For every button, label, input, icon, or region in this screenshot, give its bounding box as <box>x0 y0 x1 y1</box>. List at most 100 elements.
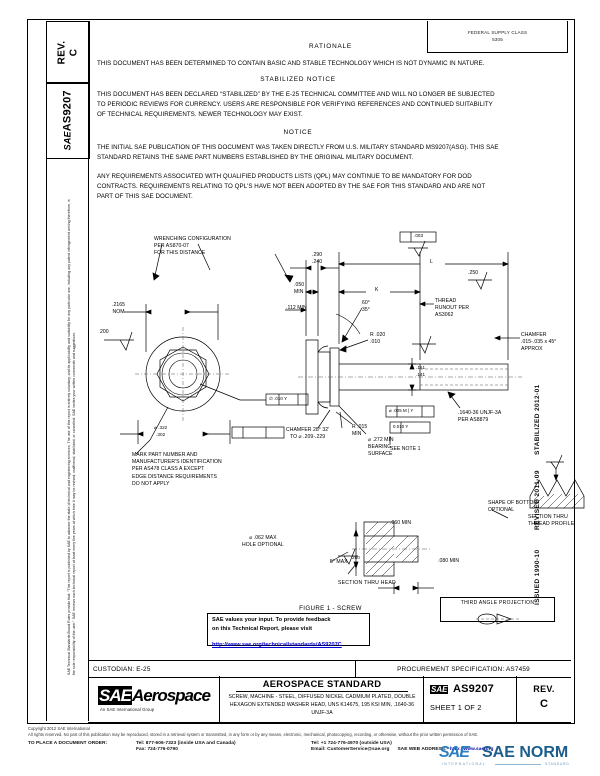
label-thread-spec: .1640-36 UNJF-3A PER AS8879 <box>458 410 502 424</box>
label-k-dimension: K <box>375 287 379 293</box>
watermark-divider <box>495 764 541 765</box>
third-angle-projection-box: THIRD ANGLE PROJECTION <box>440 597 555 625</box>
standard-description-cell: AEROSPACE STANDARD SCREW, MACHINE - STEE… <box>220 676 424 722</box>
label-surface-200: 200 <box>100 329 109 335</box>
rev-box-label: REV. <box>56 40 68 65</box>
fsc-value: 5305 <box>492 36 503 42</box>
feedback-box: SAE values your input. To provide feedba… <box>207 613 370 648</box>
document-number-box: SAEAS9207 <box>46 82 90 159</box>
label-position-tolerance: ⌀ .005 M | Y <box>389 408 414 413</box>
rights-reserved-line: All rights reserved. No part of this pub… <box>28 732 479 738</box>
order-info: TO PLACE A DOCUMENT ORDER: Tel: 877-606-… <box>28 741 573 746</box>
label-060-min: .060 MIN <box>390 520 412 526</box>
order-fax: Fax: 724-776-0790 <box>136 747 178 753</box>
label-5-degrees-max: 5° MAX <box>330 559 348 565</box>
web-address-url[interactable]: http://www.sae.org <box>449 747 494 753</box>
engineering-drawing: WRENCHING CONFIGURATION PER AS870-07 FOR… <box>90 222 585 620</box>
order-info-2: Fax: 724-776-0790 Email: CustomerService… <box>28 747 573 752</box>
order-tel-us: Tel: 877-606-7323 (inside USA and Canada… <box>136 741 236 747</box>
label-thread-runout: THREAD RUNOUT PER AS3062 <box>435 298 470 319</box>
label-chamfer-right: CHAMFER .015-.035 x 45° APPROX <box>521 332 557 353</box>
label-l-dimension: L <box>430 259 433 265</box>
label-mark-part-number: MARK PART NUMBER AND MANUFACTURER'S IDEN… <box>132 452 222 487</box>
watermark-sae: SAE <box>439 744 470 761</box>
notice-body-2: ANY REQUIREMENTS ASSOCIATED WITH QUALIFI… <box>97 173 486 201</box>
label-datum-y-tolerance: 0.010 Y <box>393 424 409 429</box>
label-radius-015-min: R .015 MIN <box>352 424 368 438</box>
left-column-rule-lower <box>46 157 47 721</box>
third-angle-projection-label: THIRD ANGLE PROJECTION <box>460 600 535 606</box>
rev-box-value: C <box>68 48 79 57</box>
stabilized-notice-title: STABILIZED NOTICE <box>260 76 336 84</box>
copyright-line: Copyright 2012 SAE International <box>28 726 90 731</box>
label-dim-290-240: .290 .240 <box>312 252 323 266</box>
order-spacer <box>28 747 136 752</box>
label-bearing-surface: ⌀ .272 MIN BEARING SURFACE <box>368 437 394 458</box>
sae-norm-watermark: SAE SAE NORM INTERNATIONAL STANDARD <box>437 742 597 774</box>
order-tel-intl: Tel: +1 724-776-4970 (outside USA) <box>311 741 392 747</box>
sae-aerospace-logo-cell: SAEAerospace An SAE International Group <box>88 676 220 722</box>
title-divider <box>236 691 408 692</box>
drawing-geometry <box>104 231 585 594</box>
revision-cell: REV. C <box>517 676 571 722</box>
aerospace-wordmark: Aerospace <box>131 686 211 705</box>
label-section-thru-thread: SECTION THRU THREAD PROFILE <box>528 514 575 528</box>
feedback-line-2: on this Technical Report, please visit <box>212 625 313 632</box>
rationale-title: RATIONALE <box>309 43 352 50</box>
order-label: TO PLACE A DOCUMENT ORDER: <box>28 741 108 747</box>
document-number-cell: SAE AS9207 SHEET 1 OF 2 <box>424 676 517 722</box>
technical-standards-disclaimer: SAE Technical Standards Board Rules prov… <box>66 199 76 676</box>
sae-wordmark: SAE <box>98 686 132 705</box>
label-diameter-nominal: .2165 NOM <box>112 302 125 316</box>
label-surface-250: .250 <box>468 270 479 276</box>
feedback-link[interactable]: http://www.sae.org/technical/standards/A… <box>212 642 342 648</box>
label-112-min: .112 MIN <box>286 305 307 311</box>
label-radius-020-010: R .020 .010 <box>370 332 386 346</box>
custodian-field: CUSTODIAN: E-25 <box>88 661 356 677</box>
sheet-number: SHEET 1 OF 2 <box>430 703 482 712</box>
title-block-row-top: CUSTODIAN: E-25 PROCUREMENT SPECIFICATIO… <box>88 660 571 678</box>
label-wrenching-configuration: WRENCHING CONFIGURATION PER AS870-07 FOR… <box>154 236 231 257</box>
label-see-note-1: SEE NOTE 1 <box>390 446 421 452</box>
notice-body-1: THE INITIAL SAE PUBLICATION OF THIS DOCU… <box>97 144 499 162</box>
notice-title: NOTICE <box>283 129 313 137</box>
label-shape-of-bottom: SHAPE OF BOTTOM OPTIONAL <box>488 500 538 514</box>
federal-supply-class-box: FEDERAL SUPPLY CLASS 5305 <box>427 21 568 53</box>
watermark-international: INTERNATIONAL <box>442 762 487 766</box>
title-block-row-main: SAEAerospace An SAE International Group … <box>88 676 571 723</box>
aerospace-standard-title: AEROSPACE STANDARD <box>262 678 382 689</box>
label-chamfer-left: CHAMFER 28° 32' TO ⌀ .209-.229 <box>286 427 330 441</box>
left-column-rule <box>88 21 89 721</box>
revision-value: C <box>540 698 548 710</box>
sae-logo-subtitle: An SAE International Group <box>100 707 155 712</box>
label-080-min: .080 MIN <box>438 558 460 564</box>
header-zone: FEDERAL SUPPLY CLASS 5305 RATIONALE THIS… <box>90 21 571 221</box>
sae-aerospace-logo: SAEAerospace <box>98 686 211 706</box>
sae-number-mark: SAE <box>430 685 449 694</box>
part-description: SCREW, MACHINE - STEEL, DIFFUSED NICKEL … <box>228 694 416 717</box>
sae-mark: SAE <box>62 131 73 151</box>
stabilized-notice-body: THIS DOCUMENT HAS BEEN DECLARED “STABILI… <box>97 91 495 119</box>
fsc-label: FEDERAL SUPPLY CLASS <box>467 29 528 35</box>
label-dim-151-141: .151 .141 <box>416 365 426 377</box>
procurement-spec-field: PROCUREMENT SPECIFICATION: AS7459 <box>397 665 530 673</box>
title-block: CUSTODIAN: E-25 PROCUREMENT SPECIFICATIO… <box>88 660 571 723</box>
label-tolerance-003: .003 <box>414 233 424 238</box>
label-surface-280: 280 <box>352 555 360 560</box>
rev-box: REV.C <box>46 21 90 84</box>
label-angle-60-35: 60° 35° <box>362 300 370 314</box>
label-hole-optional: ⌀ .062 MAX HOLE OPTIONAL <box>242 535 284 549</box>
label-section-thru-head: SECTION THRU HEAD <box>338 580 396 586</box>
third-angle-symbol <box>476 613 521 625</box>
web-address-label: SAE WEB ADDRESS: <box>397 747 447 753</box>
feedback-line-1: SAE values your input. To provide feedba… <box>212 617 331 623</box>
revision-label: REV. <box>533 684 555 694</box>
sheet-border <box>27 19 575 724</box>
watermark-sae-norm: SAE NORM <box>482 744 569 761</box>
label-050-min: .050 MIN <box>294 282 305 296</box>
document-number: AS9207 <box>61 90 74 132</box>
watermark-standard: STANDARD <box>545 762 570 766</box>
page-footer: Copyright 2012 SAE International All rig… <box>28 726 573 774</box>
label-dim-322-302: ⌀ .322 .302 <box>154 425 168 437</box>
